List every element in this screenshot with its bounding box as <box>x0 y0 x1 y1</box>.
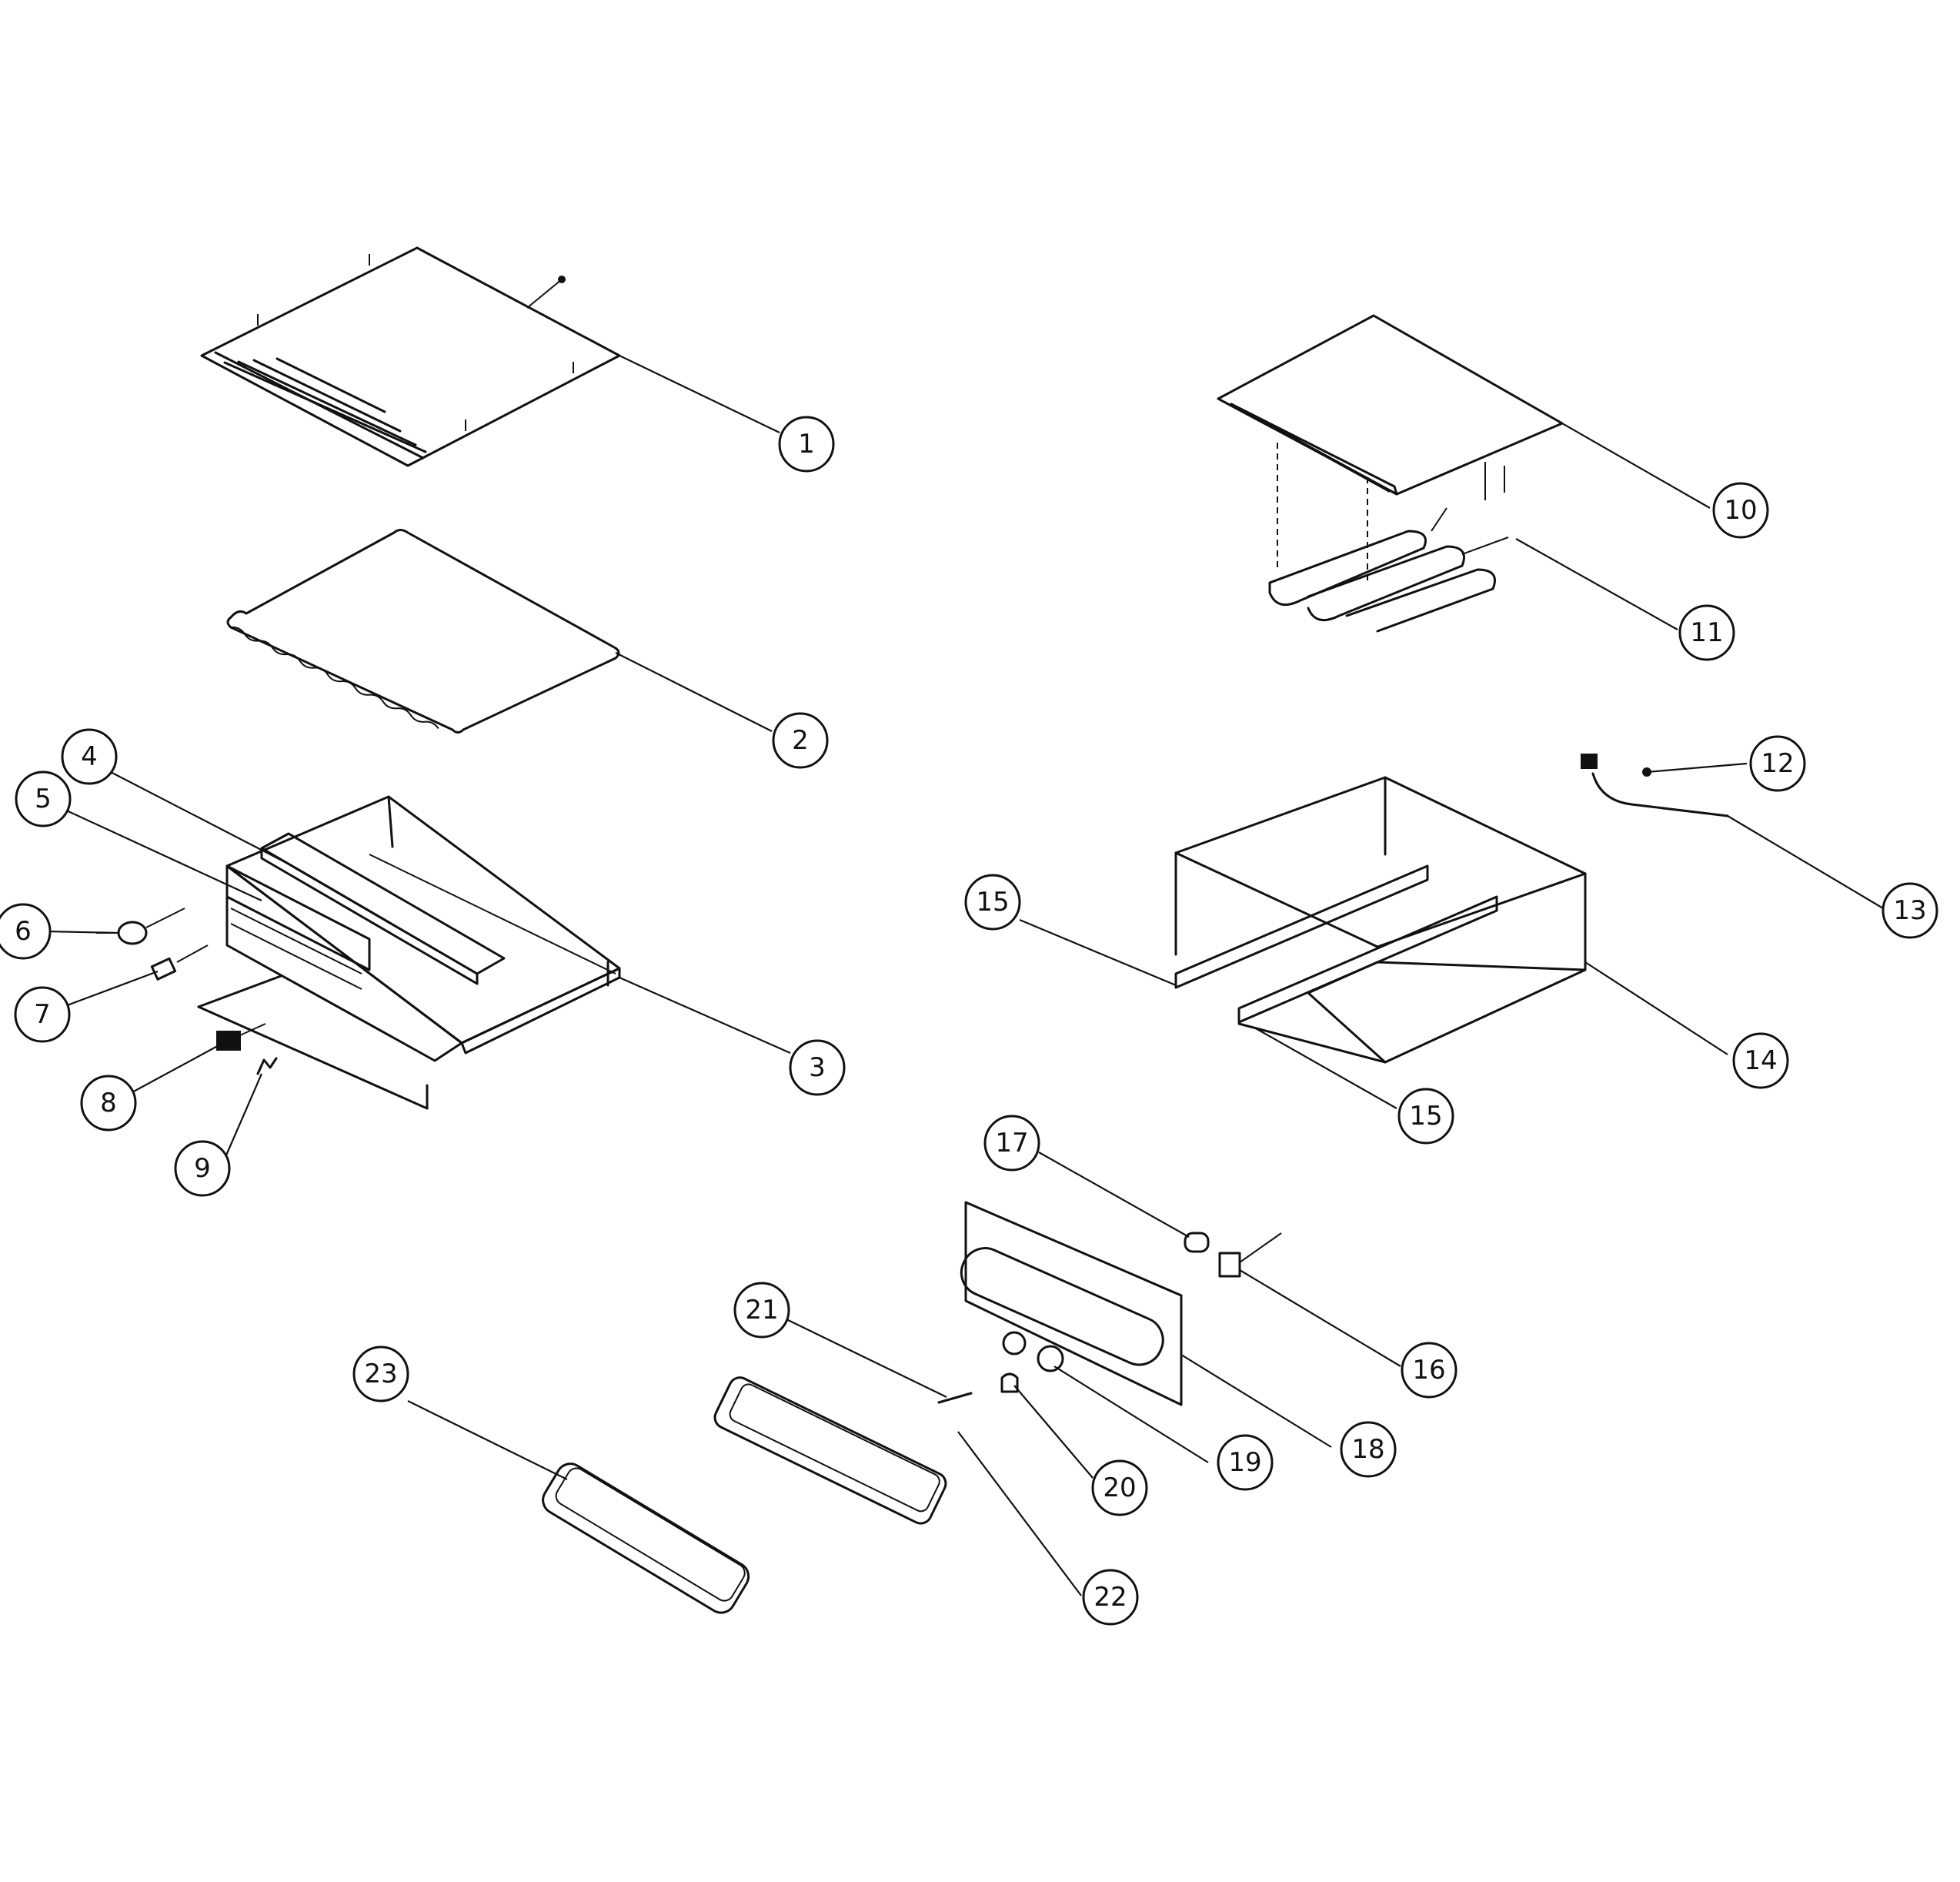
part-6-switch <box>96 908 185 945</box>
callout-2: 2 <box>772 712 829 769</box>
svg-text:9: 9 <box>194 1153 211 1184</box>
callout-12: 12 <box>1749 735 1806 792</box>
callout-15a: 15 <box>964 874 1021 931</box>
svg-text:13: 13 <box>1893 895 1926 926</box>
svg-text:7: 7 <box>34 999 51 1030</box>
svg-text:15: 15 <box>1409 1101 1442 1132</box>
svg-text:16: 16 <box>1412 1355 1445 1386</box>
svg-text:15: 15 <box>976 887 1009 918</box>
callout-7: 7 <box>14 986 71 1043</box>
callout-17: 17 <box>983 1115 1040 1172</box>
part-23-gasket <box>542 1462 750 1614</box>
leader-lines <box>45 355 1884 1596</box>
callout-10: 10 <box>1712 482 1769 539</box>
callout-14: 14 <box>1732 1032 1789 1089</box>
part-12-13-wire-harness <box>1581 754 1729 817</box>
svg-text:14: 14 <box>1744 1045 1777 1076</box>
svg-text:19: 19 <box>1228 1447 1261 1478</box>
callout-21: 21 <box>733 1282 790 1339</box>
callout-9: 9 <box>174 1140 231 1197</box>
svg-text:4: 4 <box>81 741 98 772</box>
svg-text:21: 21 <box>745 1295 778 1325</box>
svg-text:11: 11 <box>1690 617 1723 648</box>
callout-6: 6 <box>0 903 52 960</box>
callout-13: 13 <box>1882 882 1938 939</box>
callout-19: 19 <box>1217 1434 1274 1491</box>
svg-text:3: 3 <box>809 1052 826 1083</box>
svg-text:8: 8 <box>100 1088 117 1118</box>
part-20-knob-cap <box>1000 1372 1019 1393</box>
part-22-door-frame <box>713 1376 947 1525</box>
svg-text:6: 6 <box>15 916 32 947</box>
part-21-screw <box>937 1392 973 1404</box>
callout-18: 18 <box>1340 1421 1397 1478</box>
callout-16: 16 <box>1401 1342 1457 1399</box>
part-8-terminal <box>216 1023 266 1051</box>
callout-3: 3 <box>789 1039 846 1096</box>
svg-text:23: 23 <box>364 1359 397 1389</box>
svg-text:5: 5 <box>35 784 52 814</box>
part-11-heating-element <box>1268 507 1509 633</box>
svg-text:22: 22 <box>1094 1582 1127 1613</box>
svg-text:12: 12 <box>1761 748 1794 779</box>
svg-text:20: 20 <box>1103 1473 1136 1503</box>
part-15-rails <box>1174 864 1498 1024</box>
callout-8: 8 <box>80 1075 137 1132</box>
part-3-frame <box>197 795 621 1110</box>
part-9-clip <box>256 1057 278 1075</box>
callouts: 1 2 3 4 5 6 7 8 9 10 11 12 13 14 15 15 1… <box>0 416 1938 1626</box>
callout-11: 11 <box>1678 604 1735 661</box>
svg-text:18: 18 <box>1351 1434 1384 1465</box>
callout-22: 22 <box>1082 1569 1139 1626</box>
part-2-insulation-pad <box>226 529 620 734</box>
part-18-front-panel <box>960 1201 1183 1406</box>
svg-text:17: 17 <box>995 1128 1028 1158</box>
svg-text:10: 10 <box>1724 495 1757 526</box>
callout-1: 1 <box>778 416 835 473</box>
callout-4: 4 <box>61 728 118 785</box>
part-16-switch <box>1218 1232 1282 1278</box>
part-4-rail <box>260 832 506 985</box>
part-1-top-panel <box>200 246 621 467</box>
part-5-bracket <box>225 864 371 990</box>
callout-20: 20 <box>1091 1459 1148 1516</box>
part-10-heater-cover <box>1217 314 1564 585</box>
part-19-knobs <box>1002 1331 1064 1372</box>
part-7-connector <box>150 944 209 981</box>
callout-15b: 15 <box>1397 1088 1454 1145</box>
callout-23: 23 <box>352 1345 409 1402</box>
callout-5: 5 <box>15 771 72 827</box>
svg-text:1: 1 <box>798 429 815 460</box>
part-17-knob-stem <box>1184 1232 1210 1253</box>
part-14-oven-box <box>1174 776 1587 1064</box>
svg-text:2: 2 <box>792 725 809 756</box>
